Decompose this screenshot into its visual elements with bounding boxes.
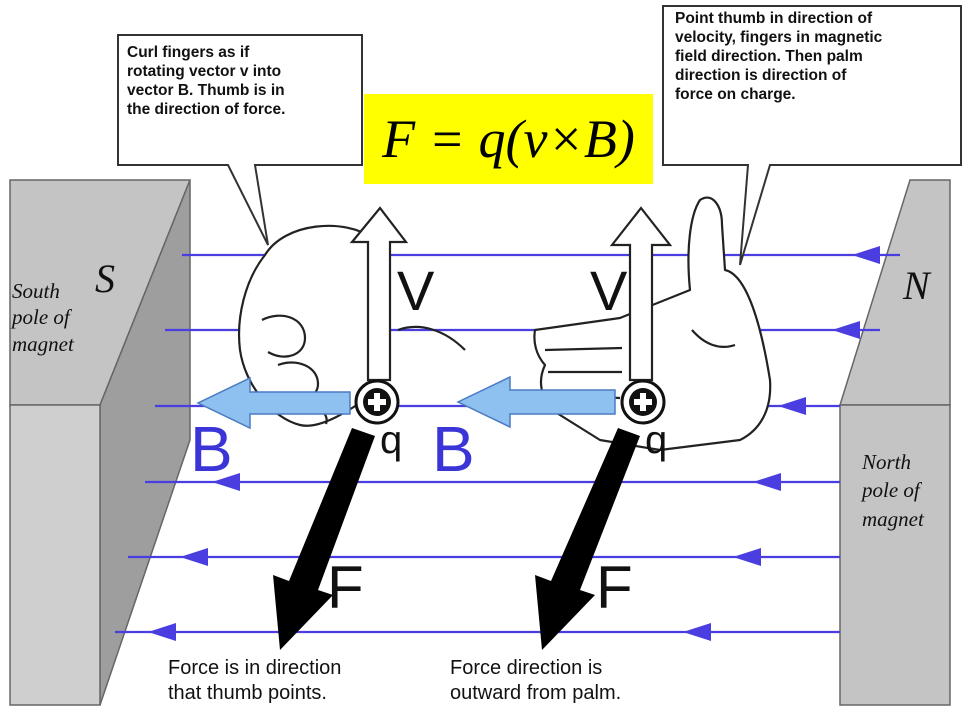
field-arrowhead	[212, 473, 240, 491]
field-arrowhead	[778, 397, 806, 415]
caption-left: Force is in direction that thumb points.	[168, 657, 342, 704]
force-label-left: F	[327, 554, 364, 621]
field-arrow-left	[196, 376, 351, 430]
velocity-label-right: V	[590, 259, 628, 322]
formula-box: F = q(v×B)	[364, 94, 653, 184]
charge-right	[620, 379, 666, 425]
field-arrowhead	[733, 548, 761, 566]
force-arrow-right	[535, 428, 640, 650]
field-arrowhead	[683, 623, 711, 641]
field-arrowhead	[753, 473, 781, 491]
field-arrow-right	[456, 375, 616, 429]
callout-bubble-right	[662, 5, 962, 266]
charge-left	[354, 379, 400, 425]
field-arrowhead	[832, 321, 860, 339]
north-magnet	[838, 179, 951, 706]
force-arrow-left	[273, 428, 375, 650]
left-hand-fist	[237, 224, 466, 427]
charge-label-left: q	[380, 418, 403, 462]
field-label-left: B	[190, 413, 233, 485]
field-arrowhead	[852, 246, 880, 264]
field-arrowhead	[180, 548, 208, 566]
north-pole-label: North pole of magnet	[862, 450, 924, 531]
north-pole-letter: N	[903, 263, 930, 308]
lorentz-formula: F = q(v×B)	[382, 109, 635, 169]
field-lines	[115, 253, 900, 634]
velocity-label-left: V	[397, 259, 435, 322]
callout-bubble-left	[117, 34, 363, 246]
field-arrowheads	[148, 246, 880, 641]
south-magnet	[9, 179, 192, 706]
callout-right-text: Point thumb in direction of velocity, fi…	[675, 10, 883, 103]
force-label-right: F	[596, 554, 633, 621]
south-pole-letter: S	[95, 256, 115, 301]
south-pole-label: South pole of magnet	[12, 279, 74, 356]
caption-right: Force direction is outward from palm.	[450, 657, 622, 704]
callout-left-text: Curl fingers as if rotating vector v int…	[127, 44, 286, 118]
field-label-right: B	[432, 413, 475, 485]
charge-label-right: q	[645, 418, 668, 462]
velocity-arrow-right	[609, 206, 673, 382]
field-arrowhead	[148, 623, 176, 641]
velocity-arrow-left	[349, 206, 409, 382]
